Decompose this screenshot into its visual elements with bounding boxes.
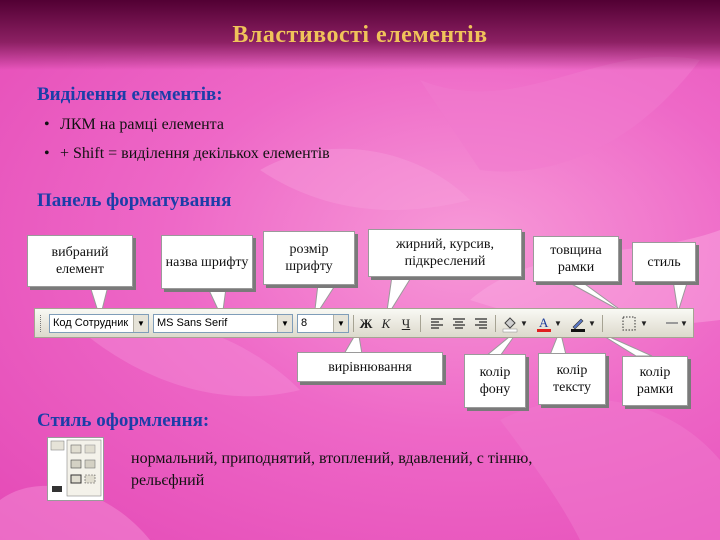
callout-font-name: назва шрифту — [161, 235, 253, 289]
chevron-down-icon[interactable]: ▼ — [333, 315, 348, 332]
toolbar-grip[interactable] — [40, 315, 44, 332]
italic-button[interactable]: К — [381, 316, 391, 331]
bullet-dot: • — [44, 116, 50, 133]
chevron-down-icon[interactable]: ▼ — [554, 319, 562, 328]
chevron-down-icon[interactable]: ▼ — [277, 315, 292, 332]
callout-text-color: колір тексту — [538, 353, 606, 405]
special-effect-palette-icon — [50, 439, 102, 497]
callout-border-color: колір рамки — [622, 356, 688, 406]
font-name-value: MS Sans Serif — [157, 317, 228, 329]
toolbar-separator — [353, 315, 354, 332]
svg-text:A: A — [539, 315, 549, 330]
chevron-down-icon[interactable]: ▼ — [640, 319, 648, 328]
toolbar-separator — [602, 315, 603, 332]
object-combo[interactable]: Код Сотрудник ▼ — [49, 314, 149, 333]
bullet-item: • + Shift = виділення декількох елементів — [44, 145, 330, 163]
chevron-down-icon[interactable]: ▼ — [588, 319, 596, 328]
style-description: нормальний, приподнятий, втоплений, вдав… — [131, 450, 533, 489]
selection-heading: Виділення елементів: — [37, 84, 223, 105]
title-bar — [0, 0, 720, 70]
page-title: Властивості елементів — [232, 22, 488, 48]
fill-color-icon[interactable] — [501, 314, 519, 333]
bold-button[interactable]: Ж — [359, 316, 373, 331]
bullet-dot: • — [44, 145, 50, 162]
special-effect-palette — [47, 437, 104, 501]
toolbar-heading: Панель форматування — [37, 190, 232, 211]
align-center-icon[interactable] — [450, 314, 468, 333]
callout-border-width: товщина рамки — [533, 236, 619, 282]
chevron-down-icon[interactable]: ▼ — [133, 315, 148, 332]
font-color-icon[interactable]: A — [535, 314, 553, 333]
bullet-text: + Shift = виділення декількох елементів — [60, 145, 330, 162]
font-name-combo[interactable]: MS Sans Serif ▼ — [153, 314, 293, 333]
align-right-icon[interactable] — [472, 314, 490, 333]
callout-style: стиль — [632, 242, 696, 282]
font-size-combo[interactable]: 8 ▼ — [297, 314, 349, 333]
align-left-icon[interactable] — [428, 314, 446, 333]
callout-font-size: розмір шрифту — [263, 231, 355, 285]
callout-alignment: вирівнювання — [297, 352, 443, 382]
toolbar-separator — [420, 315, 421, 332]
chevron-down-icon[interactable]: ▼ — [680, 319, 688, 328]
toolbar-separator — [495, 315, 496, 332]
chevron-down-icon[interactable]: ▼ — [520, 319, 528, 328]
formatting-toolbar: Код Сотрудник ▼ MS Sans Serif ▼ 8 ▼ Ж К … — [34, 308, 694, 338]
callout-selected-element: вибраний елемент — [27, 235, 133, 287]
callout-bold-italic-underline: жирний, курсив, підкреслений — [368, 229, 522, 277]
callout-back-color: колір фону — [464, 354, 526, 408]
underline-button[interactable]: Ч — [401, 316, 411, 331]
object-combo-value: Код Сотрудник — [53, 317, 129, 329]
style-heading: Стиль оформлення: — [37, 410, 210, 431]
bullet-text: ЛКМ на рамці елемента — [60, 116, 224, 133]
font-size-value: 8 — [301, 317, 308, 329]
border-color-icon[interactable] — [569, 314, 587, 333]
bullet-item: • ЛКМ на рамці елемента — [44, 116, 224, 134]
border-width-icon[interactable] — [620, 314, 638, 333]
special-effect-icon[interactable] — [663, 314, 681, 333]
